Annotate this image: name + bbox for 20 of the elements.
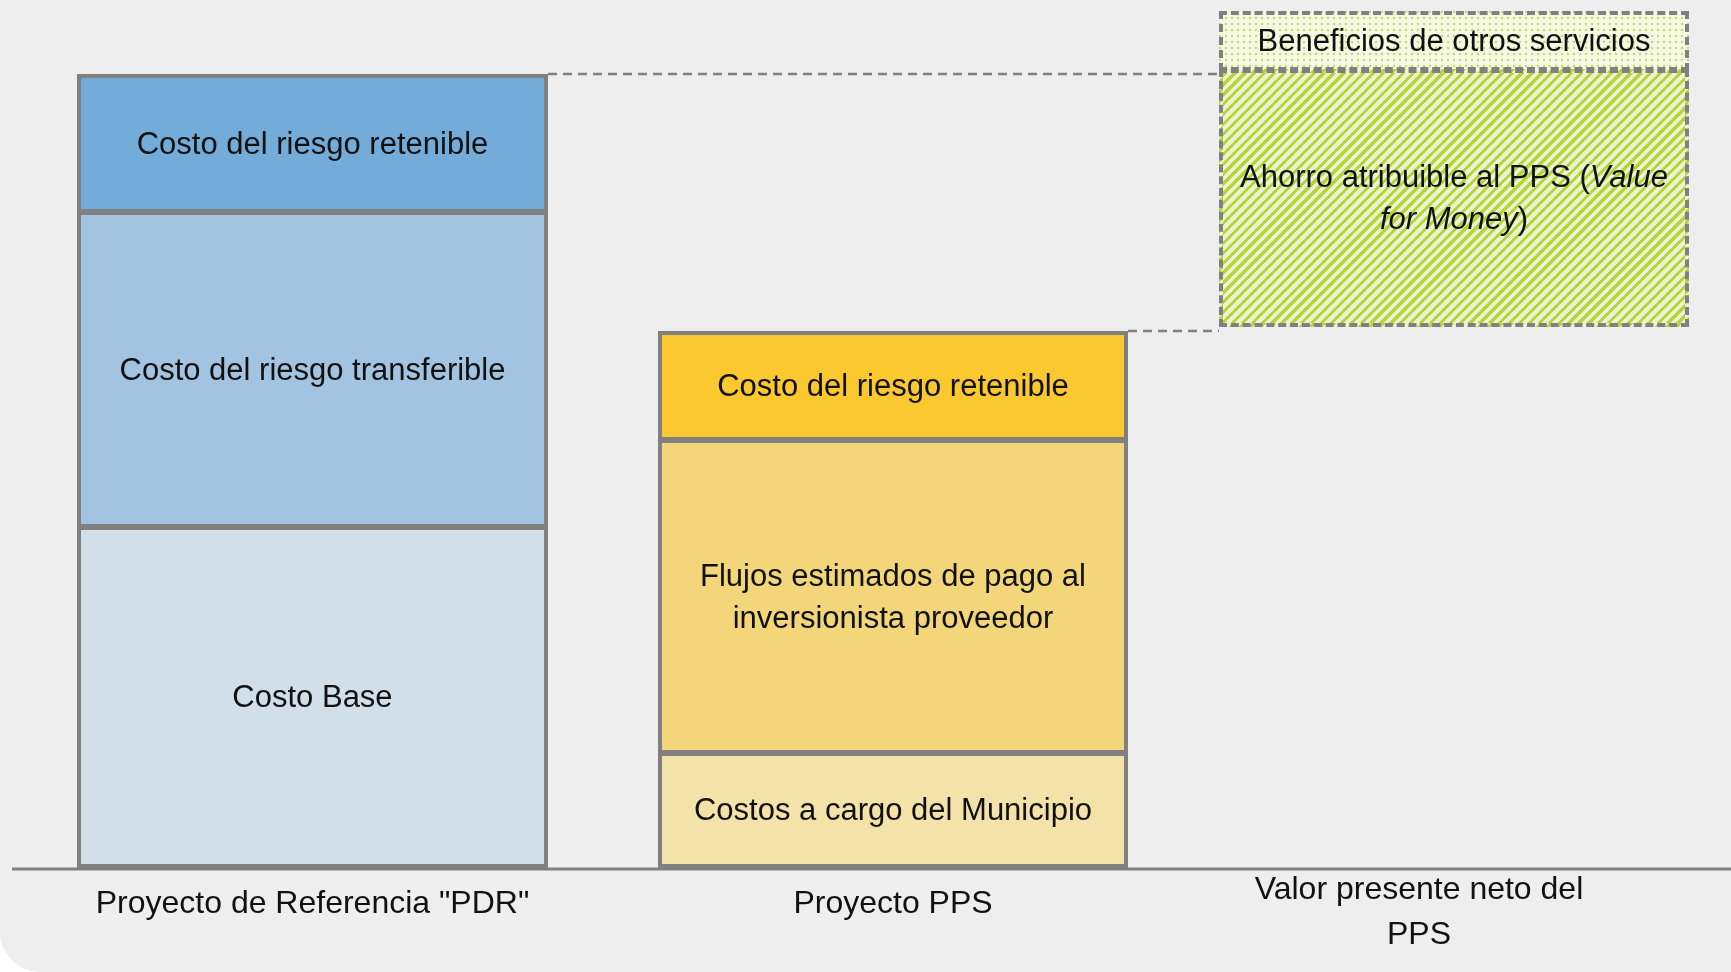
segment-label: Costo Base [232, 678, 393, 717]
segment-label: Flujos estimados de pago al inversionista proveedor [699, 556, 1087, 637]
segment-label: Costo del riesgo retenible [717, 367, 1069, 406]
savings-bar-segment [1219, 69, 1689, 327]
benefit-bar-segment [1219, 11, 1689, 71]
payment-flow-bar-segment [658, 439, 1128, 754]
segment-label: Costos a cargo del Municipio [693, 791, 1092, 830]
risk-cost-bar-segment [658, 331, 1128, 441]
segment-label: Costo del riesgo retenible [136, 124, 489, 163]
segment-label: Beneficios de otros servicios [1257, 22, 1651, 61]
category-label: Proyecto PPS [792, 883, 994, 922]
category-label: Proyecto de Referencia "PDR" [94, 883, 531, 922]
dashed-guide-line [548, 72, 1219, 76]
risk-cost-bar-segment [77, 211, 548, 528]
risk-cost-bar-segment [77, 74, 548, 213]
base-cost-bar-segment [77, 526, 548, 868]
category-label: Valor presente neto del PPS [1253, 869, 1585, 953]
dashed-guide-line [1128, 329, 1219, 333]
municipal-cost-bar-segment [658, 752, 1128, 868]
segment-label: Costo del riesgo transferible [119, 350, 506, 389]
